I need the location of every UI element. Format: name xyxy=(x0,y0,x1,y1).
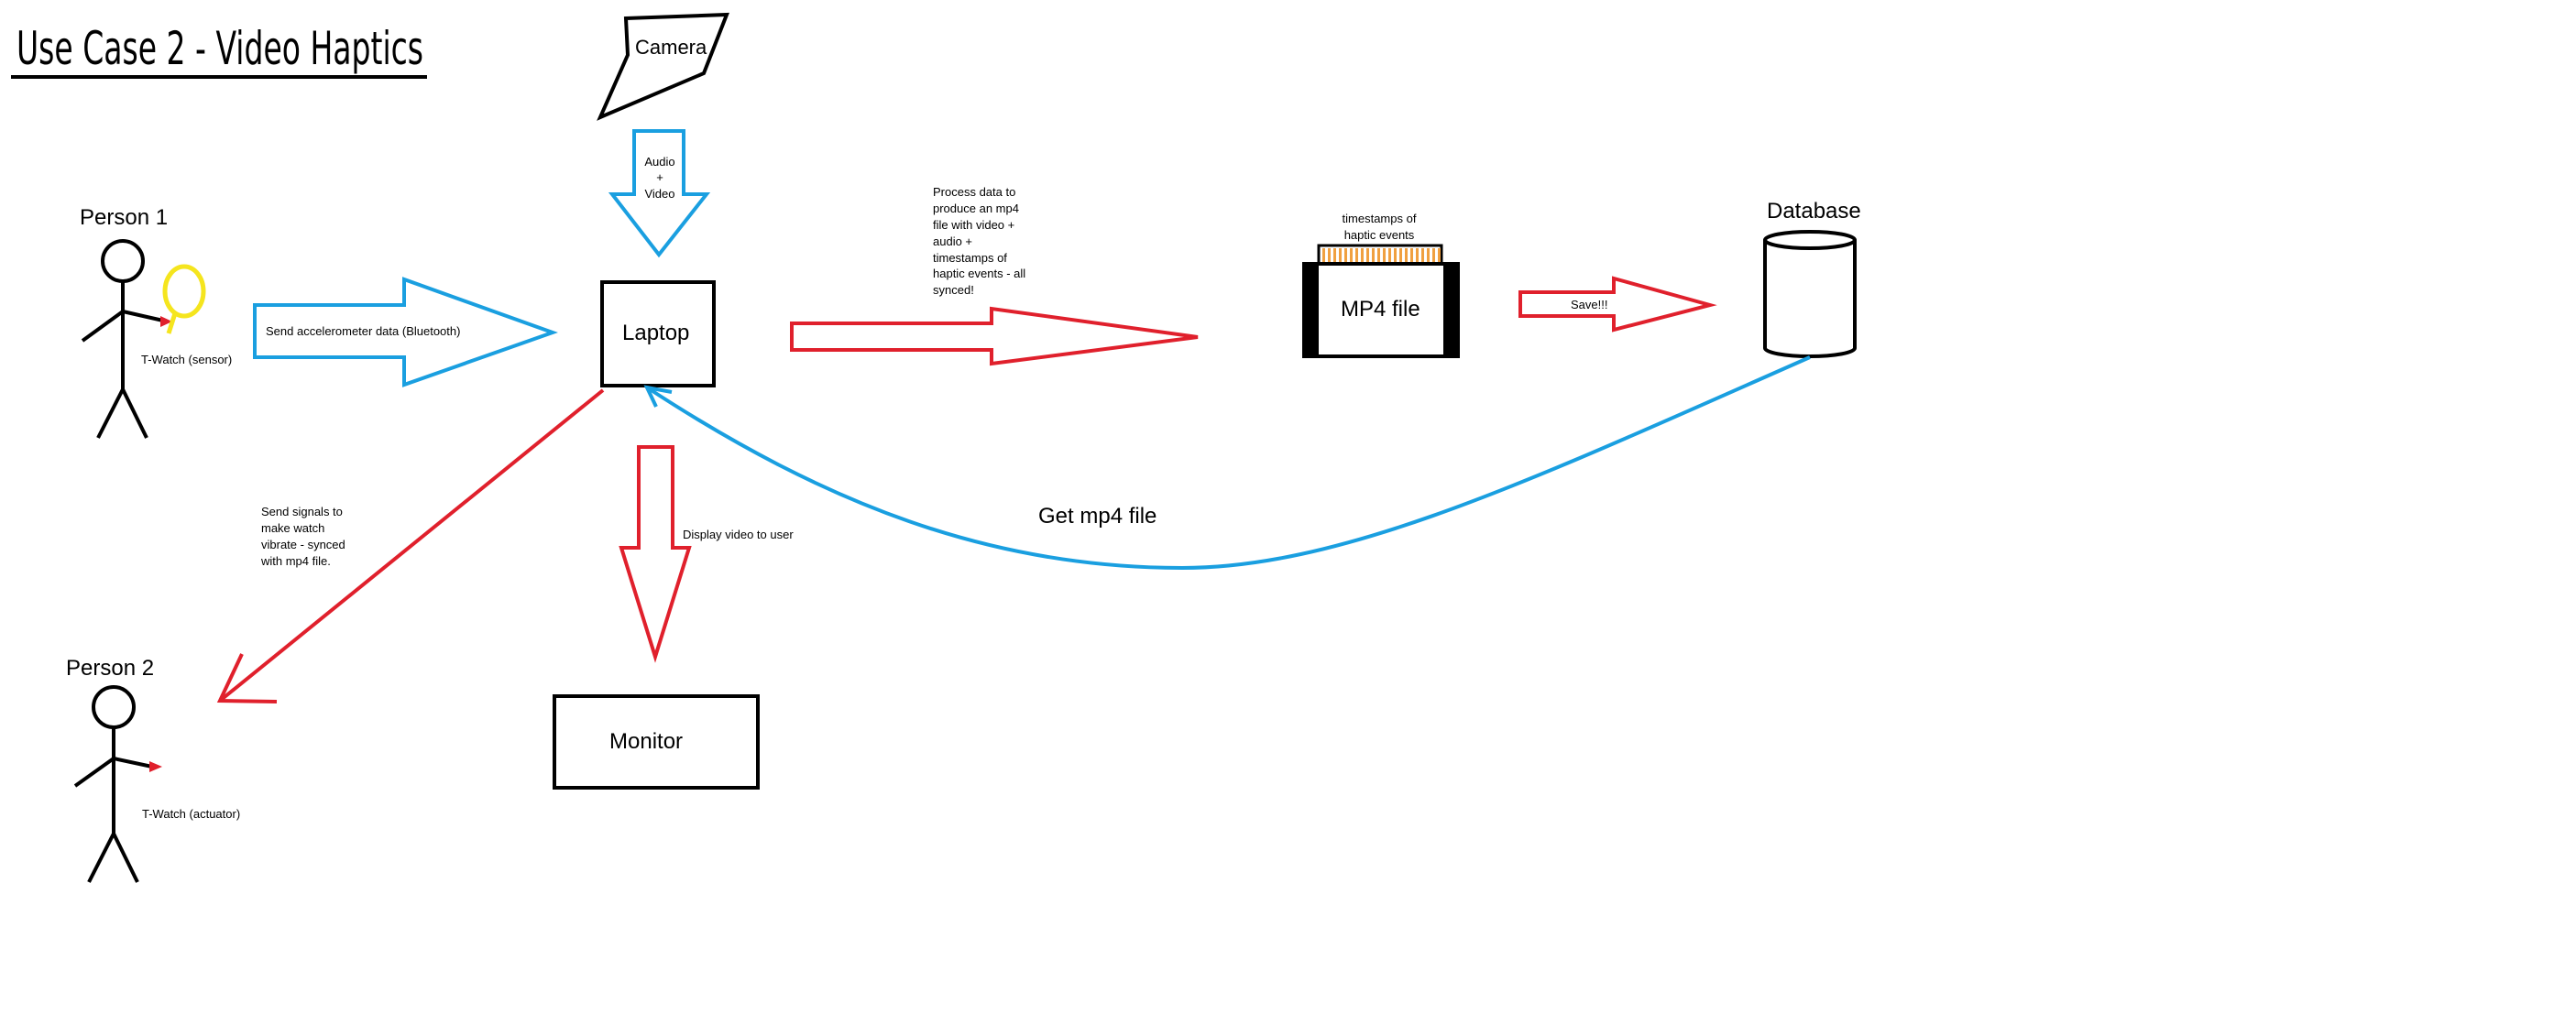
person-1-body xyxy=(81,281,164,439)
laptop-to-mp4-label-6: haptic events - all xyxy=(933,267,1025,280)
laptop-to-person2-label-2: make watch xyxy=(261,521,324,535)
monitor-label: Monitor xyxy=(609,729,683,754)
mp4-stripe xyxy=(1410,248,1413,262)
camera-label: Camera xyxy=(635,36,707,59)
camera-to-laptop-arrow: Audio + Video xyxy=(608,129,711,258)
mp4-stripe xyxy=(1322,248,1325,262)
laptop-label: Laptop xyxy=(622,321,689,345)
database-node: Database xyxy=(1763,199,1861,358)
person-2-watch-icon xyxy=(149,761,162,772)
mp4-stripe xyxy=(1377,248,1380,262)
laptop-to-monitor-arrow: Display video to user xyxy=(619,445,794,663)
mp4-stripe xyxy=(1339,248,1342,262)
person-1: Person 1 T-Watch (sensor) xyxy=(80,205,232,439)
laptop-node: Laptop xyxy=(600,280,716,387)
laptop-to-mp4-label-2: produce an mp4 xyxy=(933,202,1019,215)
mp4-stripe xyxy=(1333,248,1336,262)
laptop-to-person2-label-1: Send signals to xyxy=(261,505,343,518)
laptop-to-person2-arrow: Send signals to make watch vibrate - syn… xyxy=(216,388,605,703)
person-1-yellow-tail xyxy=(166,312,178,334)
mp4-right-bar xyxy=(1443,264,1458,356)
person-2-head xyxy=(92,685,136,729)
mp4-stripe xyxy=(1383,248,1386,262)
laptop-to-person2-label-4: with mp4 file. xyxy=(260,554,331,568)
mp4-label: MP4 file xyxy=(1341,297,1420,322)
laptop-to-mp4-label-5: timestamps of xyxy=(933,251,1007,265)
camera-shape xyxy=(597,12,729,121)
person-1-watch-icon xyxy=(160,316,172,327)
mp4-stripe xyxy=(1355,248,1358,262)
person1-to-laptop-shape xyxy=(253,277,558,387)
camera-to-laptop-label-2: + xyxy=(656,170,663,184)
person-2: Person 2 T-Watch (actuator) xyxy=(66,656,240,883)
monitor-node: Monitor xyxy=(553,694,760,790)
person-2-body xyxy=(73,727,153,883)
mp4-stripe xyxy=(1421,248,1424,262)
mp4-stripe xyxy=(1416,248,1419,262)
database-cylinder xyxy=(1763,240,1857,358)
laptop-box xyxy=(600,280,716,387)
mp4-stripe xyxy=(1366,248,1369,262)
mp4-stripe xyxy=(1344,248,1347,262)
database-label: Database xyxy=(1767,199,1861,224)
laptop-to-mp4-label-7: synced! xyxy=(933,283,974,297)
laptop-to-mp4-label-1: Process data to xyxy=(933,185,1015,199)
person-1-head xyxy=(101,239,145,283)
person-2-label: Person 2 xyxy=(66,656,154,681)
laptop-to-person2-line xyxy=(218,388,605,703)
mp4-stripe xyxy=(1438,248,1441,262)
mp4-stripe xyxy=(1399,248,1402,262)
person-2-watch-label: T-Watch (actuator) xyxy=(142,807,240,821)
person1-to-laptop-arrow: Send accelerometer data (Bluetooth) xyxy=(253,277,558,387)
person-1-yellow-loop xyxy=(162,264,206,319)
mp4-left-bar xyxy=(1304,264,1319,356)
mp4-to-database-shape xyxy=(1518,276,1717,333)
laptop-to-monitor-shape xyxy=(619,445,692,663)
mp4-stripe-label-1: timestamps of xyxy=(1343,212,1417,225)
monitor-box xyxy=(553,694,760,790)
mp4-stripe xyxy=(1372,248,1375,262)
mp4-to-database-label: Save!!! xyxy=(1571,298,1607,311)
mp4-stripe xyxy=(1405,248,1408,262)
mp4-stripe xyxy=(1394,248,1397,262)
database-to-laptop-label: Get mp4 file xyxy=(1038,504,1156,529)
database-to-laptop-arrow: Get mp4 file xyxy=(643,355,1811,571)
person-1-label: Person 1 xyxy=(80,205,168,230)
laptop-to-person2-label-3: vibrate - synced xyxy=(261,538,345,551)
laptop-to-mp4-arrow: Process data to produce an mp4 file with… xyxy=(790,185,1199,366)
diagram-title: Use Case 2 - Video Haptics xyxy=(11,22,427,79)
title-text: Use Case 2 - Video Haptics xyxy=(16,22,423,75)
database-top xyxy=(1763,230,1857,250)
mp4-stripe xyxy=(1350,248,1353,262)
mp4-to-database-arrow: Save!!! xyxy=(1518,276,1717,333)
camera-to-laptop-shape xyxy=(608,129,711,258)
camera-node: Camera xyxy=(597,12,729,121)
database-to-laptop-arrowhead xyxy=(643,385,673,408)
laptop-to-person2-arrowhead xyxy=(216,653,278,703)
mp4-stripes xyxy=(1322,248,1441,262)
mp4-stripe-label-2: haptic events xyxy=(1344,228,1415,242)
mp4-stripe xyxy=(1361,248,1364,262)
laptop-to-mp4-shape xyxy=(790,306,1199,366)
camera-to-laptop-label-1: Audio xyxy=(644,155,674,169)
camera-to-laptop-label-3: Video xyxy=(644,187,674,201)
mp4-stripe xyxy=(1388,248,1391,262)
person1-to-laptop-label: Send accelerometer data (Bluetooth) xyxy=(266,324,460,338)
mp4-stripe xyxy=(1328,248,1331,262)
laptop-to-monitor-label: Display video to user xyxy=(683,528,794,541)
mp4-file-node: timestamps of haptic events MP4 file xyxy=(1302,212,1460,358)
laptop-to-mp4-label-3: file with video + xyxy=(933,218,1014,232)
database-to-laptop-curve xyxy=(645,355,1811,571)
mp4-box xyxy=(1302,262,1460,358)
person-1-watch-label: T-Watch (sensor) xyxy=(141,353,232,366)
mp4-stripe xyxy=(1427,248,1430,262)
mp4-stripe xyxy=(1432,248,1435,262)
laptop-to-mp4-label-4: audio + xyxy=(933,234,972,248)
